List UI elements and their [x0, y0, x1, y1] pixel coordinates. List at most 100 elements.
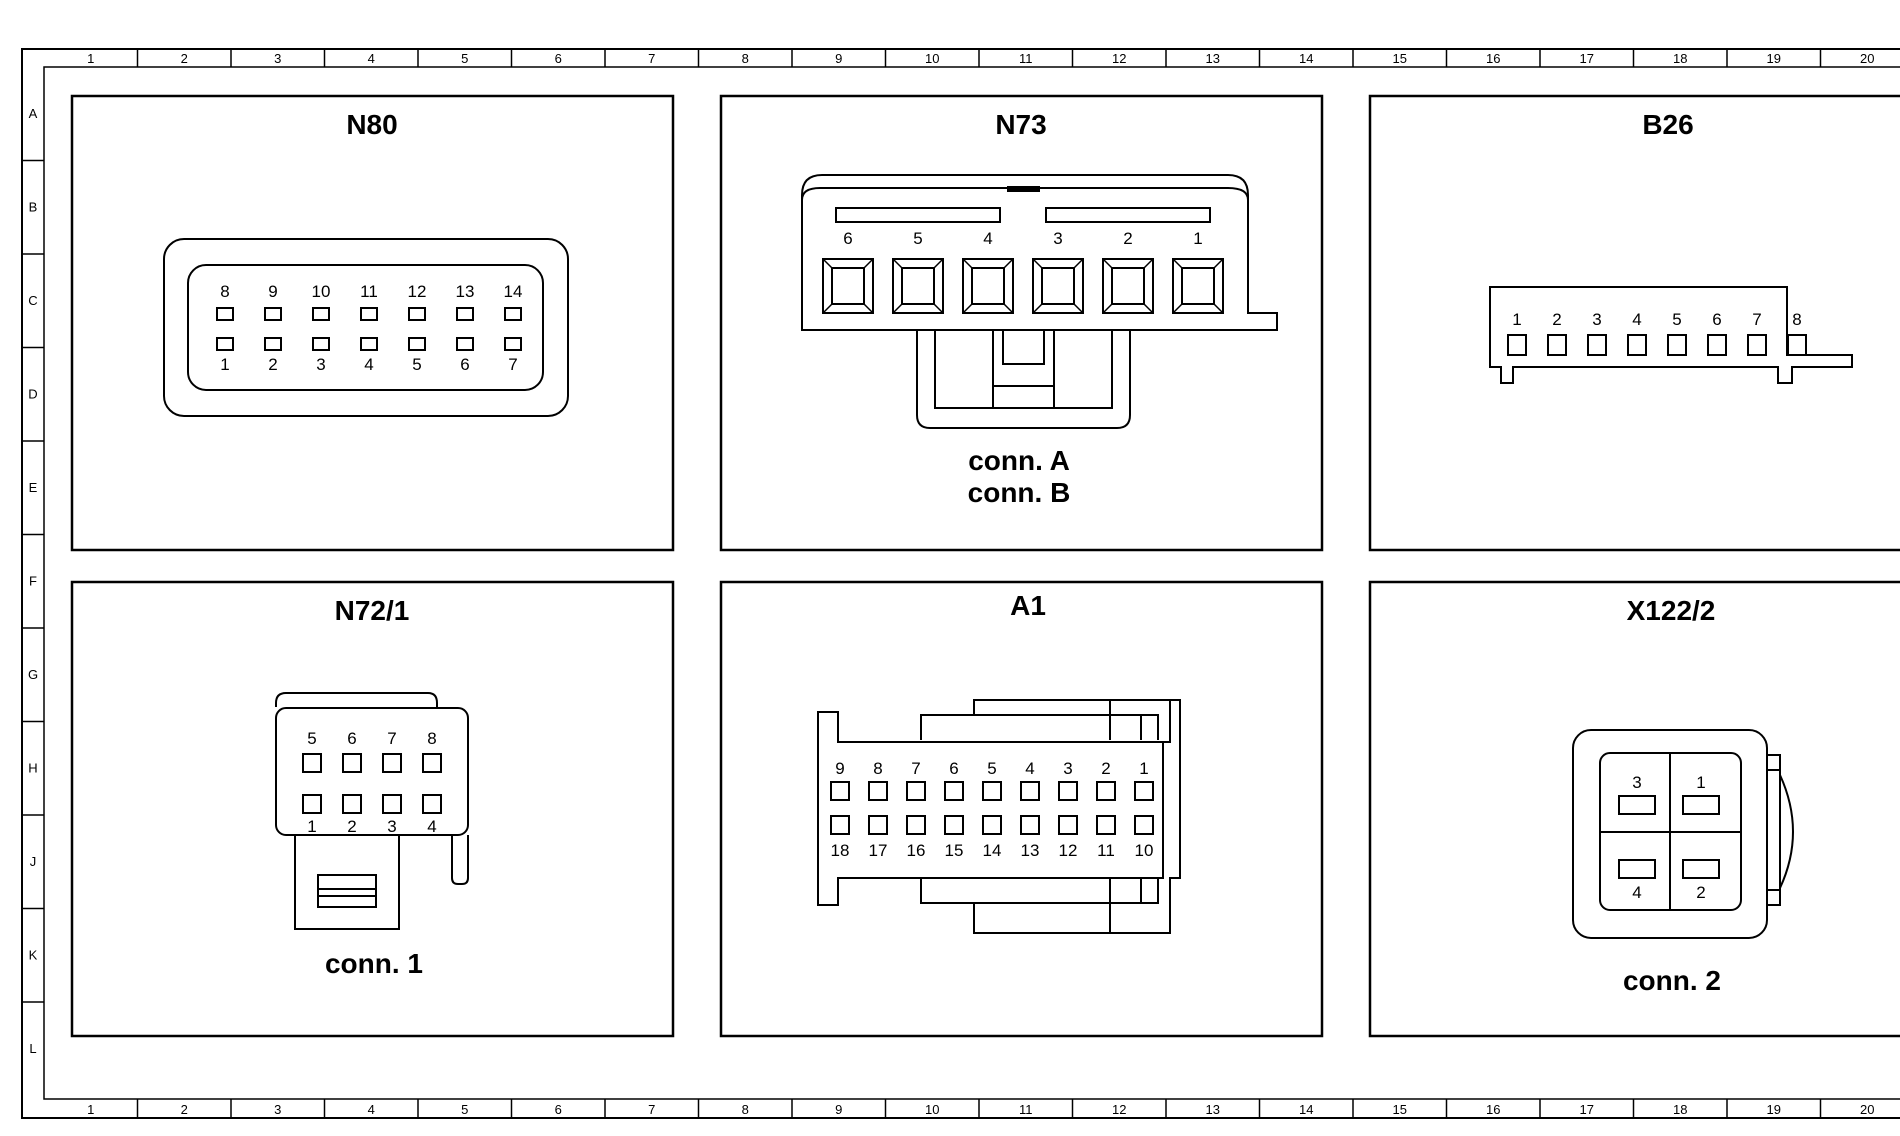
top-ridge [1110, 714, 1159, 740]
pin-number: 5 [987, 759, 996, 778]
pin-cavity [408, 337, 426, 351]
pin-number: 4 [427, 817, 436, 836]
pin-cavity [1058, 781, 1078, 801]
pin-number: 2 [1552, 310, 1561, 329]
pin-number: 3 [387, 817, 396, 836]
column-label: 1 [87, 51, 94, 66]
column-label: 4 [368, 51, 375, 66]
pin-cavity [1020, 815, 1040, 835]
top-step-2 [974, 699, 1171, 740]
pin-cavity [1507, 334, 1527, 356]
pin-number: 8 [1792, 310, 1801, 329]
pin-number: 1 [1512, 310, 1521, 329]
connector-shell [163, 238, 569, 417]
pin-number: 7 [911, 759, 920, 778]
cavity-outer [822, 258, 874, 314]
pin-number: 3 [1632, 773, 1641, 792]
panel-frame [70, 580, 675, 1038]
pin-number: 2 [268, 355, 277, 374]
latch-lines [318, 888, 376, 897]
pin-cavity [906, 781, 926, 801]
pin-cavity [1134, 815, 1154, 835]
pin-cavity [1134, 781, 1154, 801]
panel-title: N73 [995, 109, 1046, 140]
column-label: 9 [835, 51, 842, 66]
pin-number: 11 [1097, 841, 1115, 860]
pin-number: 12 [1059, 841, 1078, 860]
column-label: 17 [1580, 51, 1594, 66]
column-label: 6 [555, 51, 562, 66]
panel-title: N80 [346, 109, 397, 140]
pin-cavity [1096, 781, 1116, 801]
pin-number: 4 [1025, 759, 1034, 778]
pin-cavity [312, 337, 330, 351]
quadrant-divider [1600, 753, 1741, 910]
row-label: E [29, 480, 38, 495]
pin-number: 14 [983, 841, 1002, 860]
column-label: 20 [1860, 1102, 1874, 1117]
column-label: 14 [1299, 51, 1313, 66]
pin-number: 1 [220, 355, 229, 374]
pin-cavity [1667, 334, 1687, 356]
cavity-bevel [962, 258, 1014, 314]
row-label: C [28, 293, 37, 308]
connector-n80 [163, 238, 569, 417]
pin-number: 13 [456, 282, 475, 301]
pin-cavity [456, 337, 474, 351]
column-label: 16 [1486, 51, 1500, 66]
row-label: L [29, 1041, 36, 1056]
pin-rail-left [835, 207, 1001, 223]
pin-cavity [504, 337, 522, 351]
pin-number: 3 [1063, 759, 1072, 778]
column-label: 10 [925, 51, 939, 66]
pin-cavity [342, 753, 362, 773]
top-step-1 [920, 699, 1111, 740]
side-tab [451, 835, 469, 885]
cavity-outer [1172, 258, 1224, 314]
row-label: H [28, 760, 37, 775]
row-label: B [29, 199, 38, 214]
column-label: 2 [181, 51, 188, 66]
pin-cavity [216, 337, 234, 351]
pin-number: 5 [412, 355, 421, 374]
connector-a1 [817, 699, 1181, 934]
pin-cavity [264, 337, 282, 351]
pin-cavity [822, 258, 874, 314]
panel-frame [719, 94, 1324, 552]
column-label: 19 [1767, 51, 1781, 66]
pin-cavity [1547, 334, 1567, 356]
pin-number: 4 [1632, 310, 1641, 329]
column-label: 13 [1206, 1102, 1220, 1117]
column-label: 11 [1019, 1102, 1033, 1117]
row-label: A [29, 106, 38, 121]
cavity-outer [962, 258, 1014, 314]
column-label: 16 [1486, 1102, 1500, 1117]
row-label: F [29, 573, 37, 588]
pin-cavity [962, 258, 1014, 314]
pin-number: 18 [831, 841, 850, 860]
locking-arc [1779, 774, 1794, 889]
pin-number: 6 [460, 355, 469, 374]
key-mark [1007, 186, 1040, 192]
panel-title: X122/2 [1627, 595, 1716, 626]
pin-cavity [1627, 334, 1647, 356]
outer-border [21, 48, 1900, 1119]
pin-cavity [1020, 781, 1040, 801]
pin-number: 9 [268, 282, 277, 301]
pin-cavity [1787, 334, 1807, 356]
column-label: 18 [1673, 1102, 1687, 1117]
pin-number: 5 [1672, 310, 1681, 329]
pin-cavity [382, 794, 402, 814]
row-label: D [28, 386, 37, 401]
pin-cavity [312, 307, 330, 321]
pin-number: 8 [220, 282, 229, 301]
cavity-bevel [1032, 258, 1084, 314]
pin-cavity [360, 307, 378, 321]
column-label: 15 [1393, 1102, 1407, 1117]
pin-cavity [944, 815, 964, 835]
pin-cavity [1096, 815, 1116, 835]
